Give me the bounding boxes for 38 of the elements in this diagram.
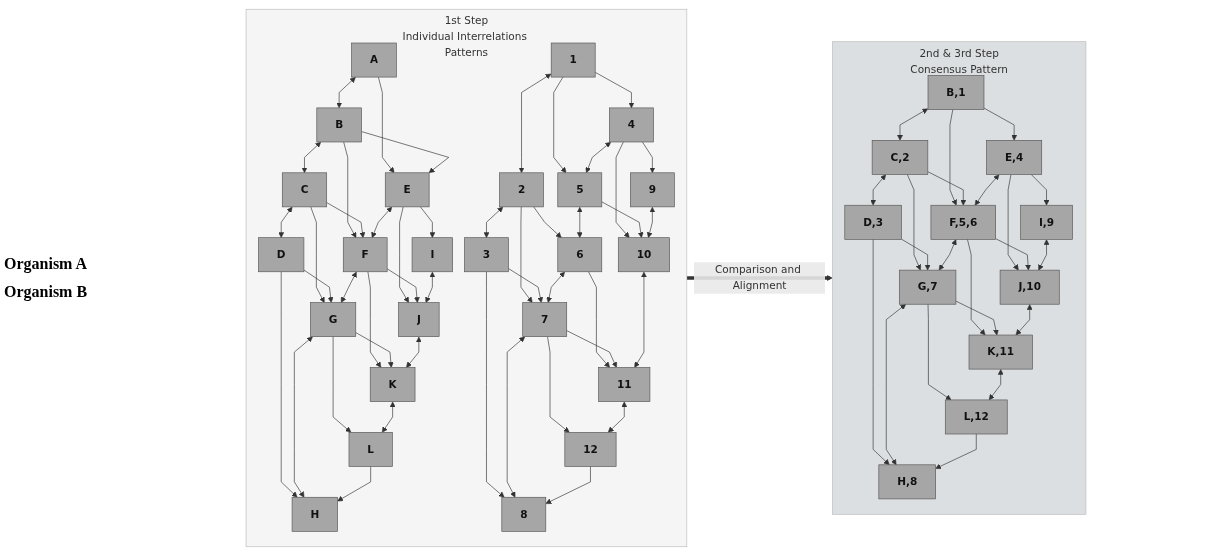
node-box: G xyxy=(310,302,357,337)
node-box: 2 xyxy=(499,172,544,208)
node-box: H,8 xyxy=(878,464,936,500)
node-box: 9 xyxy=(630,172,675,208)
node-box: F,5,6 xyxy=(930,204,996,240)
node-box: B xyxy=(316,107,362,143)
node-box: 7 xyxy=(522,302,568,337)
node-box: L xyxy=(348,432,393,467)
node-box: C xyxy=(281,172,327,208)
node-box: I xyxy=(411,237,453,273)
node-box: 4 xyxy=(609,107,654,143)
node-box: 6 xyxy=(557,237,603,273)
edge-label: Comparison and Alignment xyxy=(714,263,801,292)
node-box: J,10 xyxy=(999,269,1060,305)
node-box: 11 xyxy=(598,367,651,402)
node-box: D,3 xyxy=(844,204,902,240)
node-box: G,7 xyxy=(899,269,957,305)
node-box: A xyxy=(351,42,397,78)
caption-text: Organism A xyxy=(4,255,89,273)
node-box: H xyxy=(291,496,338,532)
node-box: E xyxy=(384,172,430,208)
node-box: K xyxy=(369,367,416,402)
node-box: 10 xyxy=(617,237,670,273)
node-box: 12 xyxy=(564,432,617,467)
node-box: F xyxy=(342,237,388,273)
node-box: L,12 xyxy=(944,399,1008,435)
node-box: C,2 xyxy=(871,140,929,175)
node-box: 3 xyxy=(464,237,509,273)
caption-text: Organism B xyxy=(4,283,89,301)
node-box: D xyxy=(258,237,305,273)
node-box: 5 xyxy=(557,172,603,208)
node-box: K,11 xyxy=(968,334,1033,370)
node-box: I,9 xyxy=(1020,204,1073,240)
node-box: 8 xyxy=(501,496,547,532)
node-box: 1 xyxy=(550,42,596,78)
node-box: B,1 xyxy=(927,75,985,110)
node-box: J xyxy=(398,302,440,337)
node-box: E,4 xyxy=(986,140,1043,175)
